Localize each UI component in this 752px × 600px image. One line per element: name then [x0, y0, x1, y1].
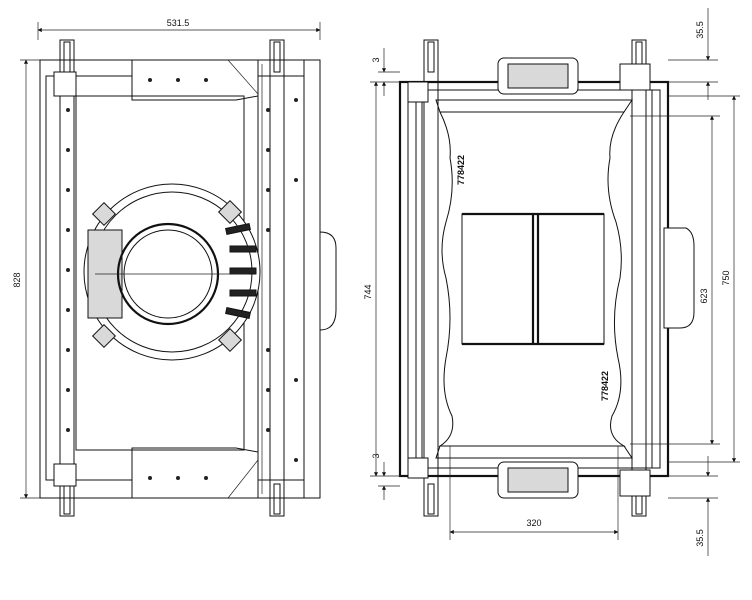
- fan-assembly: [83, 183, 261, 361]
- side-corner-bracket-br: [619, 469, 651, 497]
- side-rail-right: [631, 39, 647, 517]
- dim-side-bottom-offset-label: 35.5: [695, 529, 705, 547]
- dim-front-height: 828: [12, 59, 60, 499]
- dim-side-bottom-gap-label: 3: [371, 453, 381, 458]
- dim-side-top-gap: 3: [371, 48, 400, 96]
- dim-side-top-offset: 35.5: [668, 8, 718, 100]
- part-number-bottom: 778422: [600, 371, 610, 401]
- mounting-rail-left: [59, 39, 75, 517]
- dim-side-mid-height-label: 623: [699, 288, 709, 303]
- dim-side-bottom-gap: 3: [371, 453, 400, 500]
- dim-side-bottom-offset: 35.5: [668, 456, 718, 556]
- part-number-top: 778422: [456, 155, 466, 185]
- dim-side-mid-height: 623: [630, 115, 720, 445]
- side-view: 778422 778422 744 3 3: [363, 8, 740, 556]
- filter-center-panel: [461, 212, 605, 346]
- side-corner-bracket-tr: [619, 63, 651, 91]
- front-corner-bracket-bl: [53, 463, 77, 487]
- top-clamp-plate: [131, 59, 259, 101]
- dim-side-top-gap-label: 3: [371, 57, 381, 62]
- side-handle: [663, 227, 695, 329]
- side-rail-left: [423, 39, 439, 517]
- front-corner-bracket-tl: [53, 71, 77, 97]
- dim-front-height-label: 828: [12, 272, 22, 287]
- mounting-rail-right: [269, 39, 285, 517]
- front-screw-holes: [66, 78, 298, 480]
- dim-front-width: 531.5: [37, 18, 321, 40]
- front-handle: [319, 231, 337, 331]
- dim-side-width: 320: [449, 446, 619, 540]
- fan-blades: [225, 222, 257, 320]
- dim-side-outer-height-label: 750: [721, 270, 731, 285]
- dim-side-top-offset-label: 35.5: [695, 21, 705, 39]
- dim-side-outer-height: 750: [668, 95, 740, 463]
- bottom-clamp-plate: [131, 447, 259, 499]
- front-view: 531.5 828: [12, 18, 337, 517]
- dim-side-inner-height: 744: [363, 81, 400, 477]
- dim-front-width-label: 531.5: [167, 18, 190, 28]
- dim-side-inner-height-label: 744: [363, 284, 373, 299]
- dim-side-width-label: 320: [526, 518, 541, 528]
